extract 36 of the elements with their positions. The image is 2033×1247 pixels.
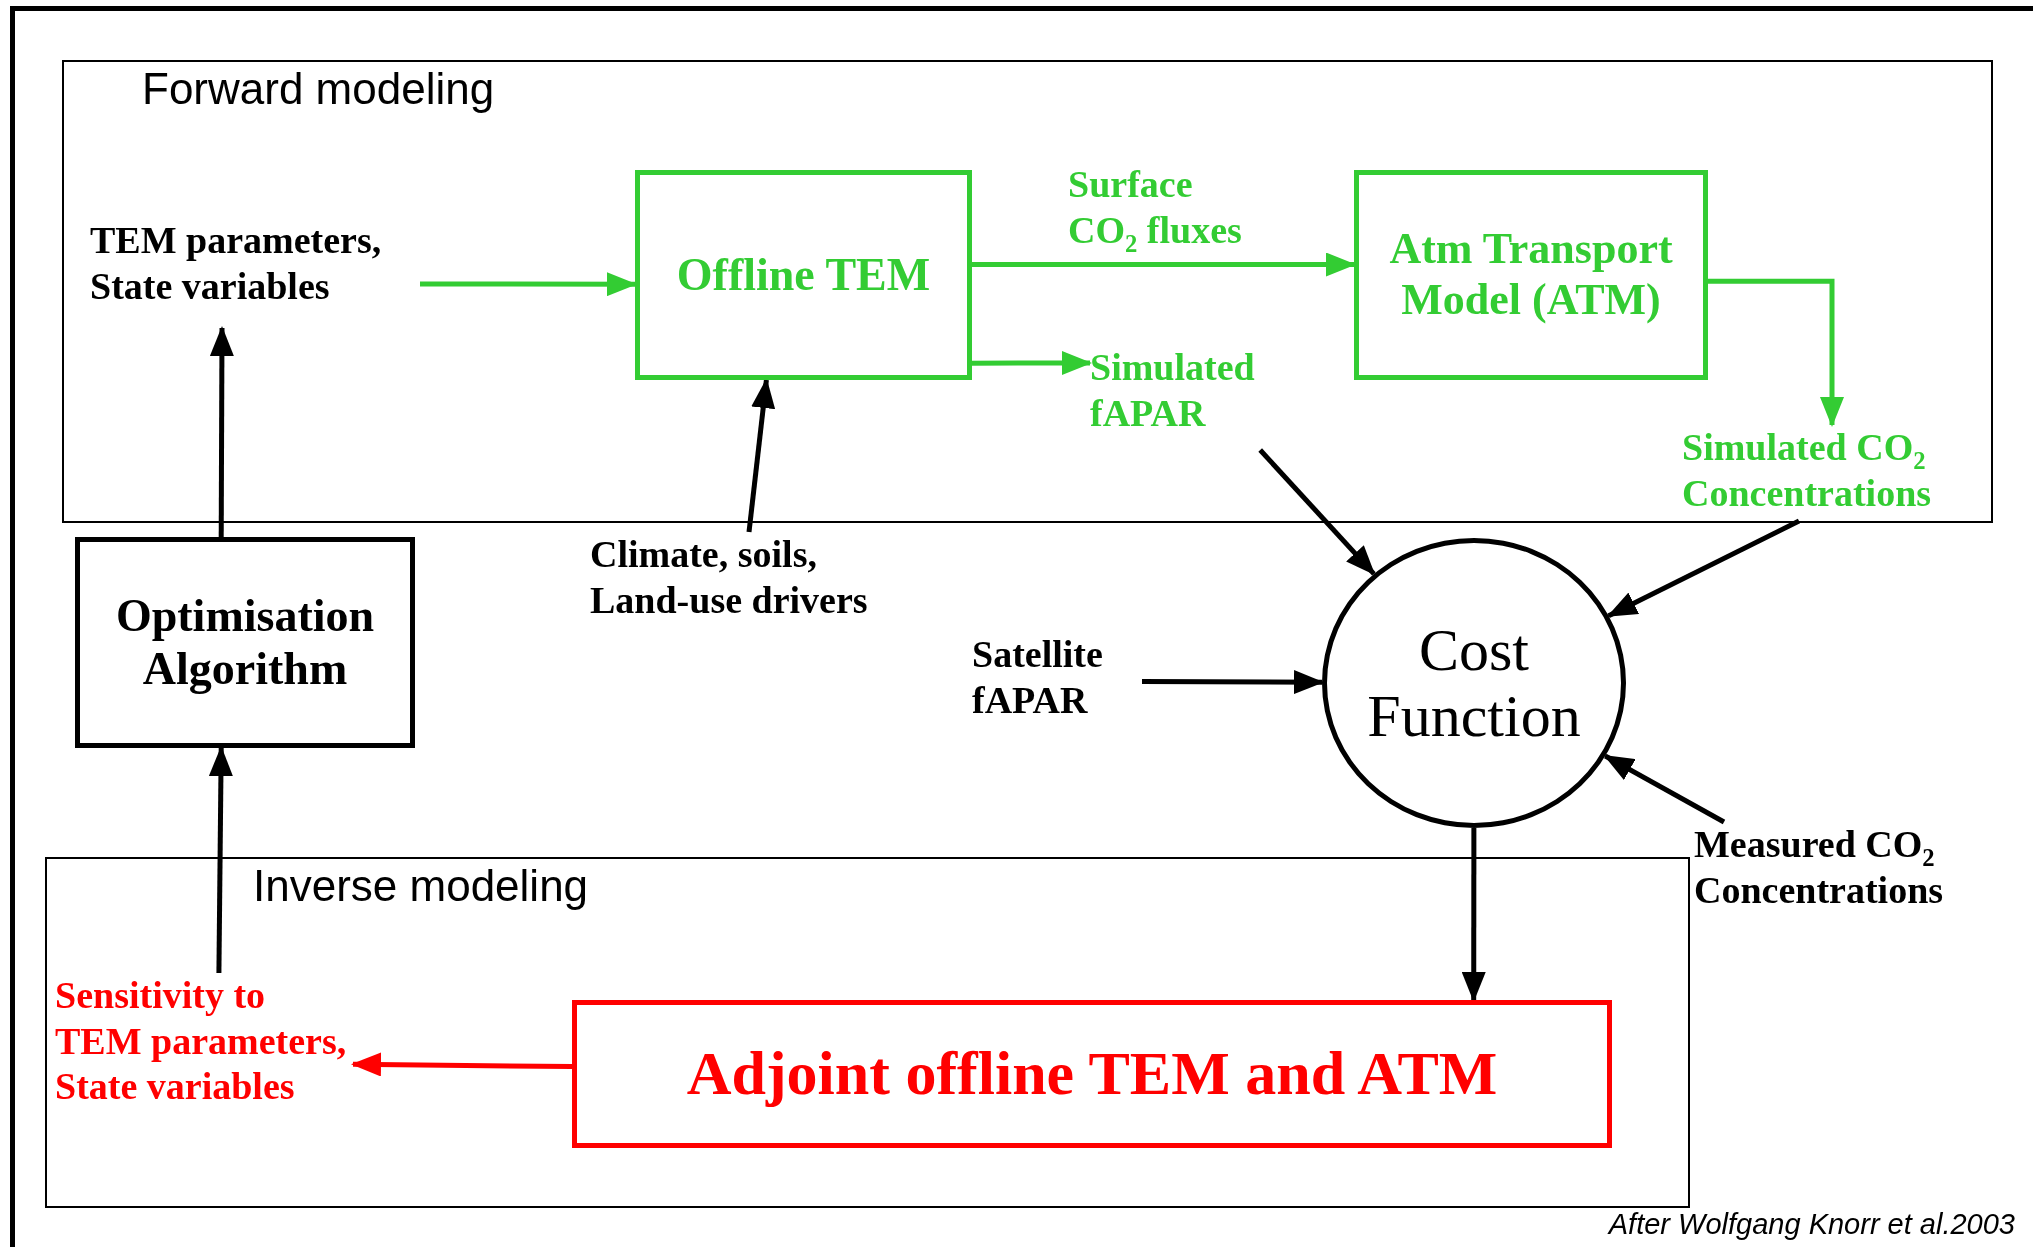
box-label: Adjoint offline TEM and ATM	[685, 1038, 1499, 1110]
frame-title: Forward modeling	[142, 64, 495, 114]
frame-title: Inverse modeling	[253, 861, 589, 911]
arrow	[1606, 518, 1801, 619]
arrow	[1258, 448, 1376, 576]
function-circle	[1322, 538, 1626, 828]
text-label: Climate, soils, Land-use drivers	[590, 532, 908, 637]
text-label: Simulated fAPAR	[1090, 345, 1295, 450]
process-box	[572, 1000, 1612, 1148]
arrow	[208, 746, 233, 974]
caption: After Wolfgang Knorr et al.2003	[1608, 1208, 2015, 1241]
arrow	[1461, 828, 1486, 1002]
arrow	[1708, 278, 1844, 427]
circle-label: Cost Function	[1366, 617, 1582, 749]
box-label: Atm Transport Model (ATM)	[1388, 224, 1674, 326]
arrow	[351, 1052, 573, 1077]
arrow	[972, 350, 1092, 375]
text-label: Simulated CO$_{2}$ Concentrations	[1682, 425, 1982, 521]
arrow	[209, 326, 234, 537]
text-label: Satellite fAPAR	[972, 632, 1142, 737]
process-box	[75, 537, 415, 748]
edge-label: Surface CO$_{2}$ fluxes	[1068, 162, 1243, 254]
arrow	[1142, 670, 1324, 695]
box-label: Offline TEM	[675, 248, 932, 302]
arrow	[1603, 753, 1726, 825]
group-frame	[62, 60, 1993, 523]
arrow	[746, 378, 776, 533]
text-label: TEM parameters, State variables	[90, 218, 420, 328]
process-box	[635, 170, 972, 380]
box-label: Optimisation Algorithm	[114, 589, 376, 696]
arrow	[972, 252, 1356, 277]
text-label: Measured CO$_{2}$ Concentrations	[1694, 822, 1994, 927]
text-label: Sensitivity to TEM parameters, State variables	[55, 973, 353, 1133]
arrow	[420, 272, 637, 297]
group-frame	[45, 857, 1690, 1208]
process-box	[1354, 170, 1708, 380]
